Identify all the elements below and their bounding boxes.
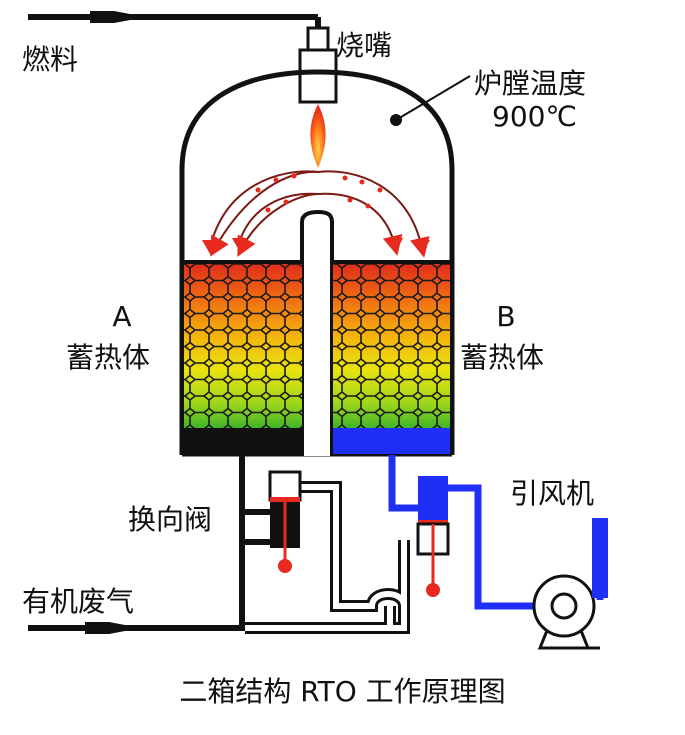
arrow-icon	[202, 240, 218, 254]
valve-label: 换向阀	[128, 503, 213, 536]
hot-gas-flow	[209, 170, 430, 258]
furnace-temp-pointer	[390, 75, 471, 126]
flow-arrowheads	[202, 173, 430, 254]
bed-a-letter: A	[112, 300, 132, 333]
arrow-icon	[232, 238, 247, 252]
bed-b-label: 蓄热体	[460, 341, 545, 374]
inlet-pipe	[28, 455, 270, 631]
burner-nozzle	[298, 26, 338, 104]
white-pipes	[245, 481, 410, 634]
furnace-temp-value: 900℃	[492, 100, 577, 133]
fuel-label: 燃料	[22, 43, 79, 76]
bed-a	[182, 260, 302, 454]
center-divider	[300, 209, 334, 456]
fuel-pipe	[28, 11, 321, 30]
valve-icon	[416, 476, 450, 597]
arrow-icon	[388, 238, 403, 252]
bed-a-label: 蓄热体	[66, 341, 151, 374]
burner-label: 烧嘴	[336, 29, 393, 62]
waste-gas-inlet-fitting	[85, 622, 125, 634]
valve-icon	[268, 470, 302, 573]
bed-b	[332, 260, 452, 454]
fan-label: 引风机	[510, 477, 595, 510]
furnace-temp-label: 炉膛温度	[474, 67, 587, 100]
bed-b-letter: B	[496, 300, 516, 333]
flame-icon	[310, 104, 326, 168]
fan-icon	[532, 518, 608, 650]
arrow-icon	[414, 240, 430, 254]
waste-gas-label: 有机废气	[22, 585, 135, 618]
diagram-caption: 二箱结构 RTO 工作原理图	[179, 675, 506, 708]
